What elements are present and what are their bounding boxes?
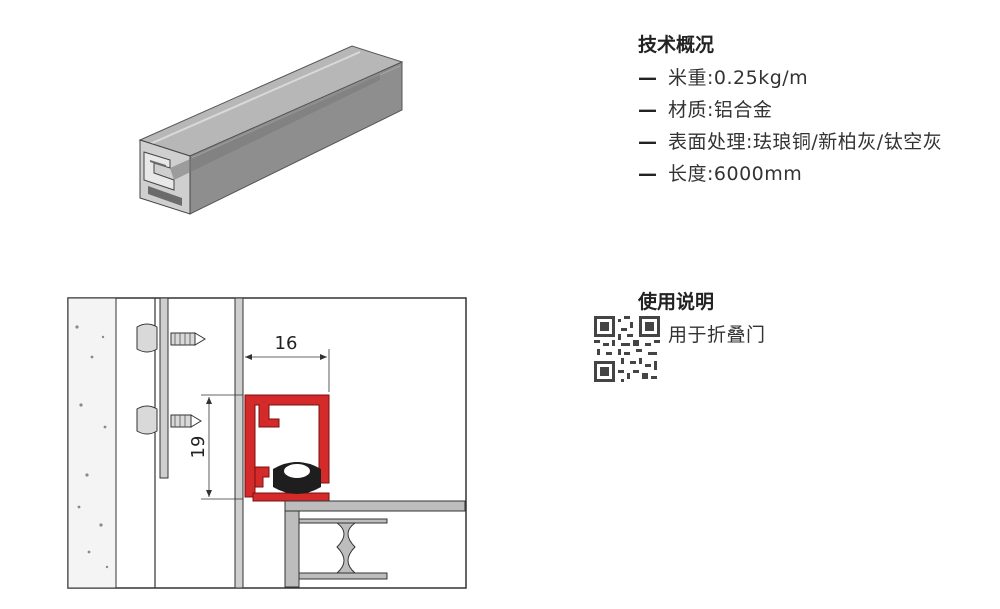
usage-item: — 用于折叠门: [638, 319, 978, 351]
dash-bullet: —: [638, 99, 658, 121]
product-3d-render: [130, 40, 415, 230]
spec-item-length: — 长度:6000mm: [638, 158, 978, 190]
spec-item-material: — 材质:铝合金: [638, 94, 978, 126]
specs-title: 技术概况: [638, 34, 715, 56]
usage-text: 用于折叠门: [668, 324, 766, 346]
spec-item-finish: — 表面处理:珐琅铜/新柏灰/钛空灰: [638, 126, 978, 158]
spec-finish-text: 表面处理:珐琅铜/新柏灰/钛空灰: [668, 131, 943, 153]
spec-weight-text: 米重:0.25kg/m: [668, 67, 809, 89]
usage-section: 使用说明 — 用于折叠门: [638, 287, 978, 351]
specs-list: — 米重:0.25kg/m — 材质:铝合金 — 表面处理:珐琅铜/新柏灰/钛空…: [638, 62, 978, 190]
section-diagram: 16 19: [67, 297, 467, 589]
aluminum-profile-illustration: [138, 45, 404, 215]
usage-title: 使用说明: [638, 291, 715, 313]
usage-list: — 用于折叠门: [638, 319, 978, 351]
dimension-width: 16: [275, 333, 298, 354]
dash-bullet: —: [638, 131, 658, 153]
dash-bullet: —: [638, 163, 658, 185]
cross-section-drawing: 16 19: [67, 297, 467, 589]
qr-code-icon[interactable]: [594, 316, 660, 382]
spec-item-weight: — 米重:0.25kg/m: [638, 62, 978, 94]
dash-bullet: —: [638, 67, 658, 89]
dimension-height: 19: [188, 436, 209, 459]
spec-material-text: 材质:铝合金: [668, 99, 773, 121]
spec-length-text: 长度:6000mm: [668, 163, 803, 185]
specs-section: 技术概况 — 米重:0.25kg/m — 材质:铝合金 — 表面处理:珐琅铜/新…: [638, 30, 978, 190]
red-profile-section: [244, 394, 330, 502]
